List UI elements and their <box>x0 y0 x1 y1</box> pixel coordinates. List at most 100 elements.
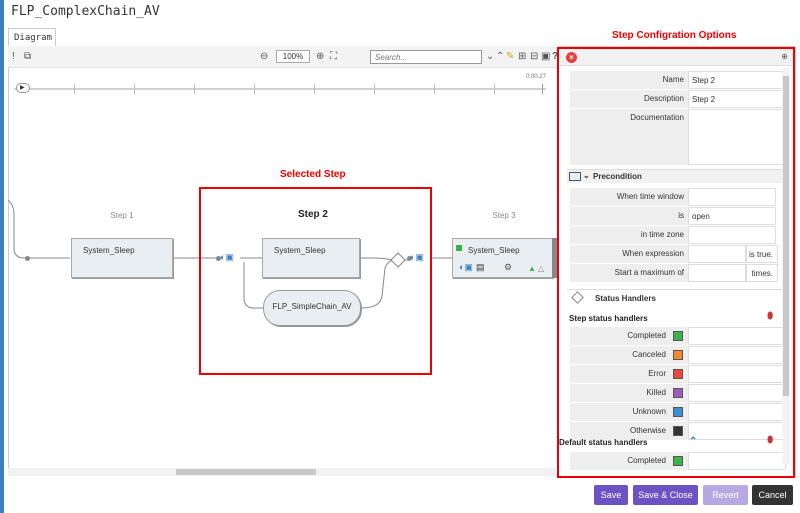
expression-row: When expression is true. <box>570 245 786 263</box>
alert-icon[interactable]: ! <box>12 51 15 62</box>
status-handlers-section[interactable]: Status Handlers <box>567 289 787 307</box>
error-swatch-icon <box>673 369 683 379</box>
start-max-label: Start a maximum of <box>570 264 688 282</box>
step-entry-icon[interactable]: ◐▣ <box>220 252 234 262</box>
documentation-field[interactable] <box>688 109 786 165</box>
timeline-end-tick <box>542 84 543 94</box>
timeline-track <box>14 88 546 90</box>
triangle-outline-icon: △ <box>538 264 545 273</box>
handler-label: Canceled <box>570 346 688 364</box>
step-2-label: Step 2 <box>297 209 328 220</box>
close-icon[interactable]: × <box>566 52 577 63</box>
chevron-down-icon[interactable]: ⌄ <box>486 51 495 62</box>
is-field[interactable]: open <box>688 207 776 225</box>
job-window-icon[interactable]: ▤ <box>476 262 485 272</box>
horizontal-scroll-thumb[interactable] <box>176 469 316 475</box>
handler-row: Completed <box>570 327 786 345</box>
add-default-handler-icon[interactable]: ⬮ <box>767 435 774 446</box>
tab-diagram[interactable]: Diagram <box>8 28 56 47</box>
save-close-button[interactable]: Save & Close <box>633 485 698 505</box>
timeline-tick <box>134 84 135 94</box>
step-entry-icon[interactable]: ◐▣ <box>410 252 424 262</box>
cancel-button[interactable]: Cancel <box>752 485 793 505</box>
step-1-label: Step 1 <box>110 211 134 220</box>
step-1-job-node[interactable]: System_Sleep <box>71 238 173 278</box>
panel-vertical-scrollbar[interactable] <box>782 68 790 464</box>
timeline-time-readout: 0:00:27 <box>525 74 546 80</box>
timeline: ▶ 0:00:27 <box>14 74 546 94</box>
time-window-field[interactable] <box>688 188 776 206</box>
step-3-label: Step 3 <box>492 211 516 220</box>
time-zone-field[interactable] <box>688 226 776 244</box>
gear-icon[interactable]: ⚙ <box>504 262 513 272</box>
handler-field[interactable] <box>688 403 786 421</box>
copy-icon[interactable]: ⧉ <box>24 51 32 62</box>
expression-field[interactable] <box>688 245 746 263</box>
zoom-in-icon[interactable]: ⊕ <box>316 51 325 62</box>
panel-scroll-thumb[interactable] <box>783 76 789 396</box>
panel-header: × ⊕ <box>559 49 793 66</box>
time-window-label: When time window <box>570 188 688 206</box>
selected-step-annotation: Selected Step <box>280 169 346 180</box>
export-icon[interactable]: ▣ <box>541 51 551 62</box>
zoom-out-icon[interactable]: ⊖ <box>260 51 269 62</box>
name-label: Name <box>570 71 688 89</box>
step-3-job-node[interactable]: System_Sleep <box>452 238 553 278</box>
timeline-play-handle[interactable]: ▶ <box>16 83 30 93</box>
diamond-icon <box>571 291 584 304</box>
status-handlers-title: Status Handlers <box>595 294 656 303</box>
step-2-subchain-node[interactable]: FLP_SimpleChain_AV <box>263 290 361 326</box>
step-status-handlers-title: Step status handlers <box>569 314 648 323</box>
precondition-title: Precondition <box>593 172 642 181</box>
zoom-level-field[interactable]: 100% <box>276 50 310 63</box>
save-button[interactable]: Save <box>594 485 628 505</box>
search-input[interactable]: Search... <box>370 50 482 64</box>
timeline-tick <box>374 84 375 94</box>
diagram-toolbar: ! ⧉ ⊖ 100% ⊕ ⛶ Search... ⌄ ⌃ ✎ ⊞ ⊟ ▣ ? <box>8 46 558 68</box>
timeline-tick <box>494 84 495 94</box>
pencil-icon[interactable]: ✎ <box>506 51 515 62</box>
handler-field[interactable] <box>688 327 786 345</box>
name-row: Name Step 2 <box>570 71 786 89</box>
precondition-section[interactable]: ⌄ Precondition <box>567 169 787 183</box>
add-handler-icon[interactable]: ⬮ <box>767 311 774 322</box>
start-max-field[interactable] <box>688 264 746 282</box>
fit-screen-icon[interactable]: ⛶ <box>330 51 337 62</box>
timeline-tick <box>194 84 195 94</box>
description-field[interactable]: Step 2 <box>688 90 786 108</box>
handler-row: Canceled <box>570 346 786 364</box>
connector-dot <box>407 256 412 261</box>
documentation-row: Documentation <box>570 109 786 165</box>
timeline-tick <box>74 84 75 94</box>
chain-start-dot <box>25 256 30 261</box>
name-field[interactable]: Step 2 <box>688 71 786 89</box>
page-title: FLP_ComplexChain_AV <box>11 4 160 19</box>
step-2-job-node[interactable]: System_Sleep <box>262 238 360 278</box>
diagram-connectors <box>7 199 452 309</box>
canceled-swatch-icon <box>673 350 683 360</box>
help-icon[interactable]: ? <box>552 51 559 62</box>
layout-icon[interactable]: ⊟ <box>530 51 539 62</box>
magnify-icon[interactable]: ⊕ <box>781 52 788 61</box>
handler-field[interactable] <box>688 346 786 364</box>
collapse-chevron-icon[interactable]: ⌃ <box>689 436 698 447</box>
handler-label: Completed <box>570 452 688 470</box>
expression-label: When expression <box>570 245 688 263</box>
step-actions-icon[interactable]: ◐▣ <box>459 262 473 272</box>
is-row: is open <box>570 207 786 225</box>
otherwise-swatch-icon <box>673 426 683 436</box>
completed-swatch-icon <box>673 456 683 466</box>
add-node-icon[interactable]: ⊞ <box>518 51 527 62</box>
handler-field[interactable] <box>688 452 786 470</box>
handler-field[interactable] <box>688 365 786 383</box>
panel-resize-handle[interactable] <box>552 238 557 278</box>
selected-step-highlight <box>199 187 432 375</box>
handler-label: Unknown <box>570 403 688 421</box>
chevron-up-icon[interactable]: ⌃ <box>496 51 505 62</box>
panel-title-annotation: Step Configration Options <box>612 30 737 41</box>
handler-row: Killed <box>570 384 786 402</box>
revert-button[interactable]: Revert <box>703 485 748 505</box>
horizontal-scrollbar[interactable] <box>8 468 556 476</box>
handler-field[interactable] <box>688 384 786 402</box>
documentation-label: Documentation <box>570 109 688 165</box>
